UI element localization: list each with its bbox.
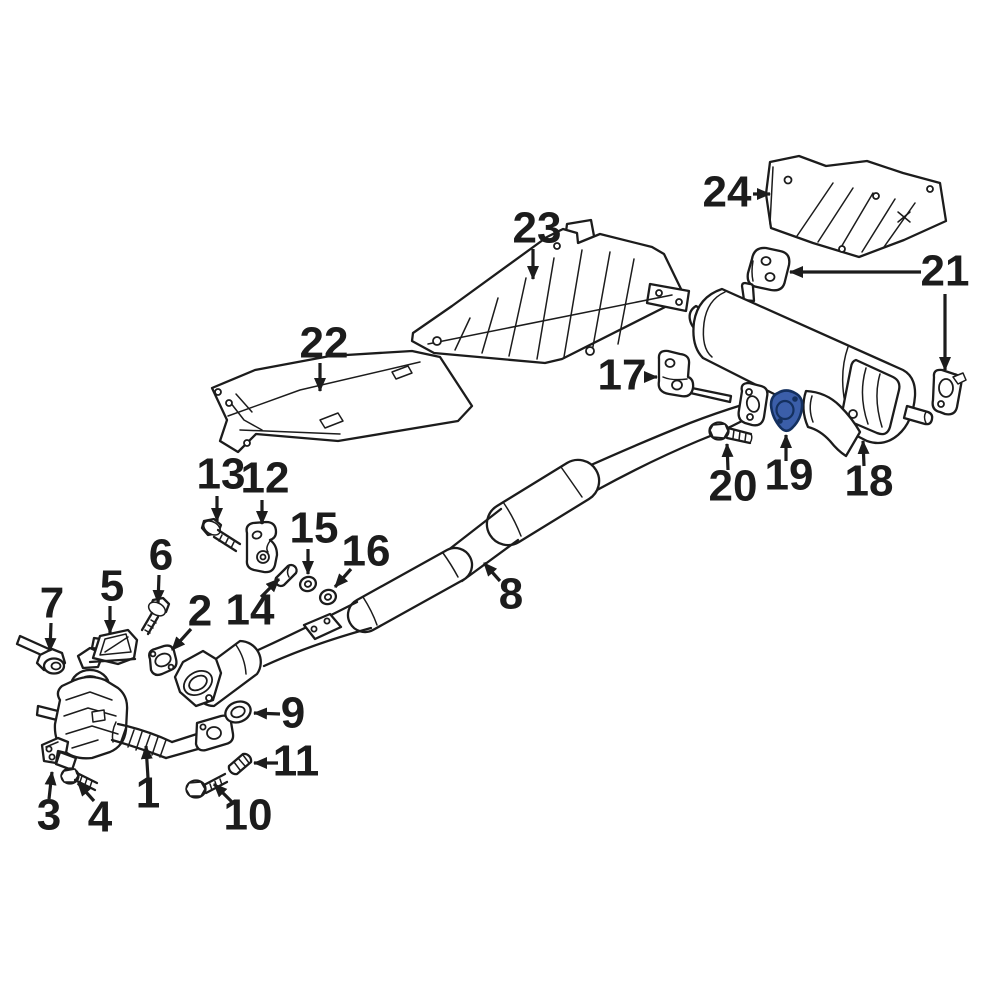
callout-arrow-6 bbox=[152, 574, 165, 604]
callout-arrow-16 bbox=[333, 567, 353, 589]
callout-number-22[interactable]: 22 bbox=[300, 319, 349, 368]
callout-14[interactable]: 14 bbox=[226, 577, 281, 635]
callout-20[interactable]: 20 bbox=[709, 443, 758, 511]
callout-arrow-20 bbox=[721, 443, 734, 471]
callout-number-21[interactable]: 21 bbox=[921, 247, 970, 296]
muffler-bracket-21 bbox=[931, 368, 967, 416]
callout-number-5[interactable]: 5 bbox=[100, 562, 124, 611]
callout-4[interactable]: 4 bbox=[76, 781, 113, 842]
callout-13[interactable]: 13 bbox=[197, 450, 246, 522]
heat-shield-23 bbox=[410, 218, 691, 365]
bracket-5 bbox=[88, 628, 139, 666]
heat-shield-22 bbox=[210, 349, 474, 454]
callout-number-24[interactable]: 24 bbox=[703, 168, 752, 217]
callout-number-4[interactable]: 4 bbox=[88, 793, 113, 842]
callout-number-8[interactable]: 8 bbox=[499, 570, 523, 619]
muffler-insulator-21 bbox=[746, 246, 791, 292]
callout-23[interactable]: 23 bbox=[513, 204, 562, 280]
gasket-2 bbox=[148, 644, 178, 677]
muffler-18 bbox=[688, 281, 934, 458]
center-pipe-8 bbox=[173, 403, 746, 708]
callout-number-19[interactable]: 19 bbox=[765, 451, 814, 500]
callout-number-15[interactable]: 15 bbox=[290, 504, 339, 553]
grommet-16 bbox=[318, 588, 338, 606]
callout-3[interactable]: 3 bbox=[37, 771, 61, 840]
callout-arrow-14 bbox=[259, 577, 281, 599]
callout-number-7[interactable]: 7 bbox=[40, 579, 64, 628]
callout-1[interactable]: 1 bbox=[136, 745, 160, 818]
callout-arrow-7 bbox=[44, 622, 57, 652]
callout-arrow-8 bbox=[482, 561, 502, 583]
callout-22[interactable]: 22 bbox=[300, 319, 349, 392]
callout-5[interactable]: 5 bbox=[100, 562, 124, 634]
callout-number-6[interactable]: 6 bbox=[149, 531, 173, 580]
callout-number-23[interactable]: 23 bbox=[513, 204, 562, 253]
callout-2[interactable]: 2 bbox=[170, 587, 212, 652]
hanger-12 bbox=[245, 520, 279, 574]
bracket-3 bbox=[40, 736, 70, 765]
heat-shield-24 bbox=[764, 154, 948, 259]
callout-arrow-2 bbox=[170, 627, 193, 652]
callout-arrow-18 bbox=[857, 440, 870, 467]
callout-number-10[interactable]: 10 bbox=[224, 791, 273, 840]
callout-arrow-1 bbox=[140, 745, 153, 779]
callout-number-2[interactable]: 2 bbox=[188, 587, 212, 636]
mid-pipe-flange bbox=[737, 381, 769, 427]
callout-number-9[interactable]: 9 bbox=[281, 689, 305, 738]
callout-19[interactable]: 19 bbox=[765, 434, 814, 500]
callout-arrow-10 bbox=[212, 782, 235, 805]
callout-number-17[interactable]: 17 bbox=[598, 351, 647, 400]
bolt-13 bbox=[200, 517, 242, 553]
spacer-14 bbox=[274, 563, 298, 588]
callout-9[interactable]: 9 bbox=[253, 689, 305, 738]
callout-number-13[interactable]: 13 bbox=[197, 450, 246, 499]
callout-15[interactable]: 15 bbox=[290, 504, 339, 575]
spring-seat-11 bbox=[227, 752, 253, 776]
callout-12[interactable]: 12 bbox=[241, 454, 290, 525]
callout-21[interactable]: 21 bbox=[789, 247, 970, 371]
callout-number-12[interactable]: 12 bbox=[241, 454, 290, 503]
callout-arrow-9 bbox=[253, 707, 281, 720]
bolt-6 bbox=[140, 596, 171, 636]
callout-11[interactable]: 11 bbox=[253, 737, 320, 786]
callout-number-3[interactable]: 3 bbox=[37, 791, 61, 840]
callout-18[interactable]: 18 bbox=[845, 440, 894, 506]
callout-16[interactable]: 16 bbox=[333, 527, 391, 589]
callout-number-14[interactable]: 14 bbox=[226, 586, 275, 635]
hanger-insulator-17 bbox=[657, 349, 733, 404]
callout-arrow-3 bbox=[44, 771, 57, 800]
seal-ring-9 bbox=[224, 700, 252, 724]
callout-24[interactable]: 24 bbox=[703, 168, 771, 217]
callout-number-1[interactable]: 1 bbox=[136, 769, 160, 818]
nut-7 bbox=[35, 647, 67, 675]
callout-7[interactable]: 7 bbox=[40, 579, 64, 652]
grommet-15 bbox=[298, 575, 318, 593]
callout-6[interactable]: 6 bbox=[149, 531, 173, 604]
callout-10[interactable]: 10 bbox=[212, 782, 273, 840]
callout-number-11[interactable]: 11 bbox=[273, 737, 320, 786]
bolt-20 bbox=[708, 421, 753, 445]
callout-arrow-4 bbox=[76, 781, 96, 803]
bolt-10 bbox=[185, 772, 229, 799]
callout-number-18[interactable]: 18 bbox=[845, 457, 894, 506]
callout-8[interactable]: 8 bbox=[482, 561, 523, 619]
callout-number-16[interactable]: 16 bbox=[342, 527, 391, 576]
bolt-4 bbox=[60, 767, 99, 792]
muffler-gasket-19-highlighted[interactable] bbox=[769, 389, 804, 433]
callout-number-20[interactable]: 20 bbox=[709, 462, 758, 511]
callout-17[interactable]: 17 bbox=[598, 351, 658, 400]
